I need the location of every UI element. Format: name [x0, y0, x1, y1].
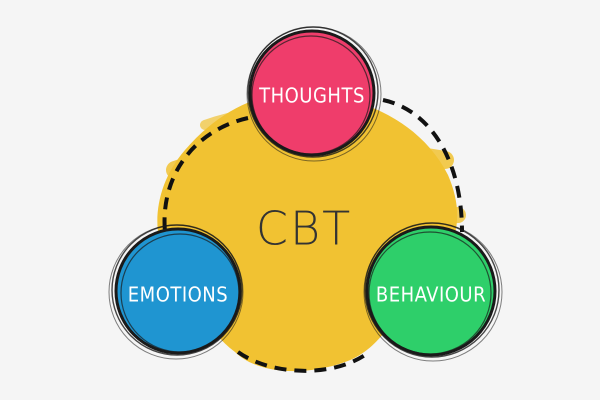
behaviour-label: BEHAVIOUR: [376, 283, 486, 307]
center-label: CBT: [256, 202, 352, 256]
thoughts-label: THOUGHTS: [258, 84, 365, 108]
dashed-connector-loop: [162, 98, 464, 373]
thoughts-node: THOUGHTS: [246, 26, 382, 162]
emotions-label: EMOTIONS: [128, 283, 228, 307]
emotions-node: EMOTIONS: [108, 224, 244, 360]
behaviour-node: BEHAVIOUR: [363, 222, 503, 362]
